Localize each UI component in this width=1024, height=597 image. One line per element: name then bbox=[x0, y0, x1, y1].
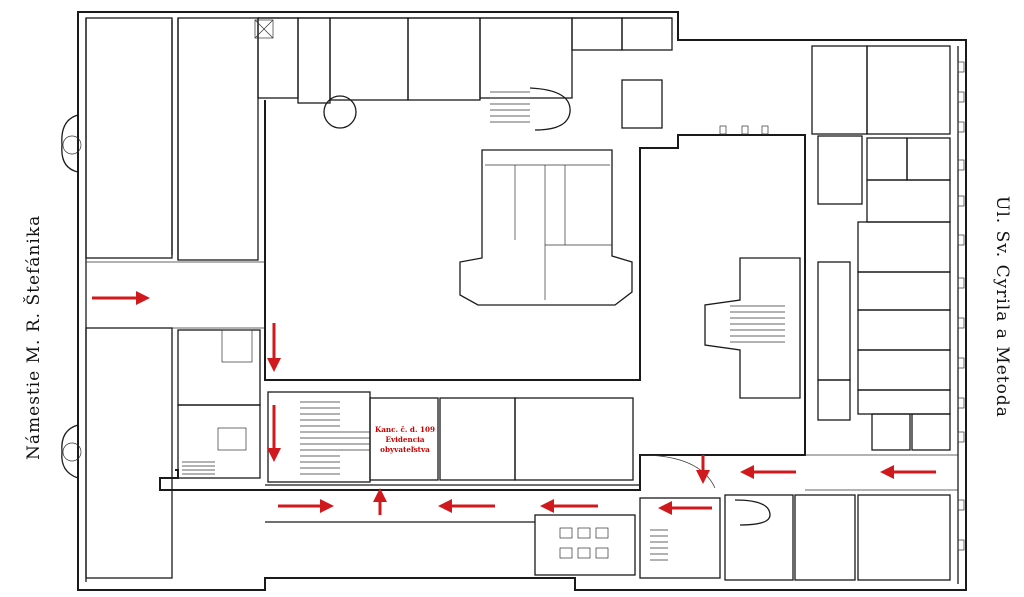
bottom-wing bbox=[265, 391, 951, 581]
building-outline bbox=[77, 11, 967, 591]
office-label-line2: Evidencia bbox=[386, 435, 425, 444]
arrow-down-1 bbox=[267, 323, 281, 372]
arrow-up-office bbox=[373, 488, 387, 515]
route-arrows bbox=[92, 291, 936, 515]
arrow-left-corridor-1 bbox=[438, 499, 495, 513]
arrow-right-corridor bbox=[278, 499, 334, 513]
arrow-right-entrance-left bbox=[92, 291, 150, 305]
arrow-left-passage-1 bbox=[740, 465, 796, 479]
office-label-line1: Kanc. č. d. 109 bbox=[375, 425, 435, 434]
office-109-label: Kanc. č. d. 109 Evidencia obyvateľstva bbox=[375, 425, 435, 454]
street-label-right: Ul. Sv. Cyrila a Metoda bbox=[992, 196, 1012, 418]
arrow-down-right-stair bbox=[696, 455, 710, 484]
top-wing bbox=[254, 17, 673, 306]
arrow-left-corridor-2 bbox=[540, 499, 598, 513]
arrow-down-2 bbox=[267, 405, 281, 462]
office-label-line3: obyvateľstva bbox=[380, 445, 430, 454]
street-label-left: Námestie M. R. Štefánika bbox=[23, 215, 44, 460]
arrow-left-passage-2 bbox=[880, 465, 936, 479]
left-wing bbox=[61, 12, 265, 590]
right-wing bbox=[704, 45, 965, 584]
arrow-left-corridor-3 bbox=[658, 501, 712, 515]
